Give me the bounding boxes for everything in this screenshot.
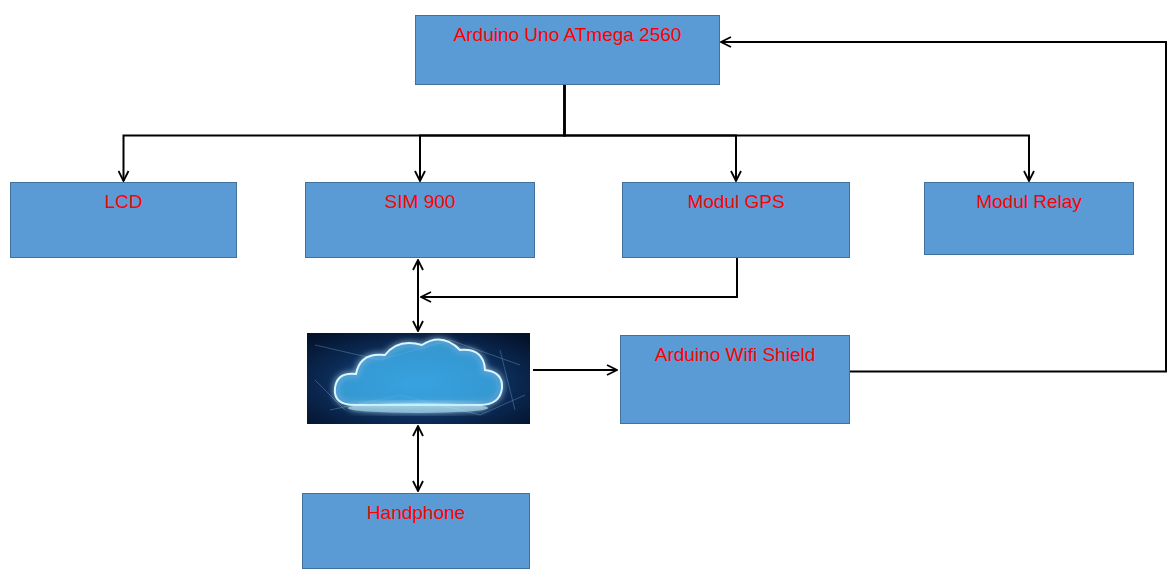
connector-arrow	[565, 85, 737, 181]
gsm-box: SIM 900	[305, 182, 535, 258]
gps-box: Modul GPS	[622, 182, 850, 258]
gps-cloud-link	[421, 258, 737, 297]
cloud-wifi-link	[533, 369, 617, 371]
box-label: Modul Relay	[976, 189, 1082, 215]
box-label: SIM 900	[385, 189, 456, 215]
box-label: Arduino Wifi Shield	[655, 342, 816, 368]
box-label: Handphone	[367, 500, 465, 526]
controller-box: Arduino Uno ATmega 2560	[415, 15, 720, 85]
cloud-shape	[335, 340, 502, 405]
network-lines	[315, 340, 525, 415]
sim-cloud-link	[417, 260, 419, 331]
wifi-box: Arduino Wifi Shield	[620, 335, 850, 424]
cloud-glow	[348, 403, 488, 413]
connector-arrow	[420, 85, 565, 181]
connector-arrow	[565, 85, 1030, 181]
connector-arrow	[124, 85, 565, 181]
box-label: Modul GPS	[687, 189, 784, 215]
cloud-background	[307, 333, 530, 424]
box-label: Arduino Uno ATmega 2560	[454, 22, 682, 48]
box-label: LCD	[104, 189, 142, 215]
relay-box: Modul Relay	[924, 182, 1134, 255]
display-box: LCD	[10, 182, 237, 258]
cloud-illustration	[307, 333, 530, 424]
phone-box: Handphone	[302, 493, 530, 569]
cloud-phone-link	[417, 426, 419, 491]
